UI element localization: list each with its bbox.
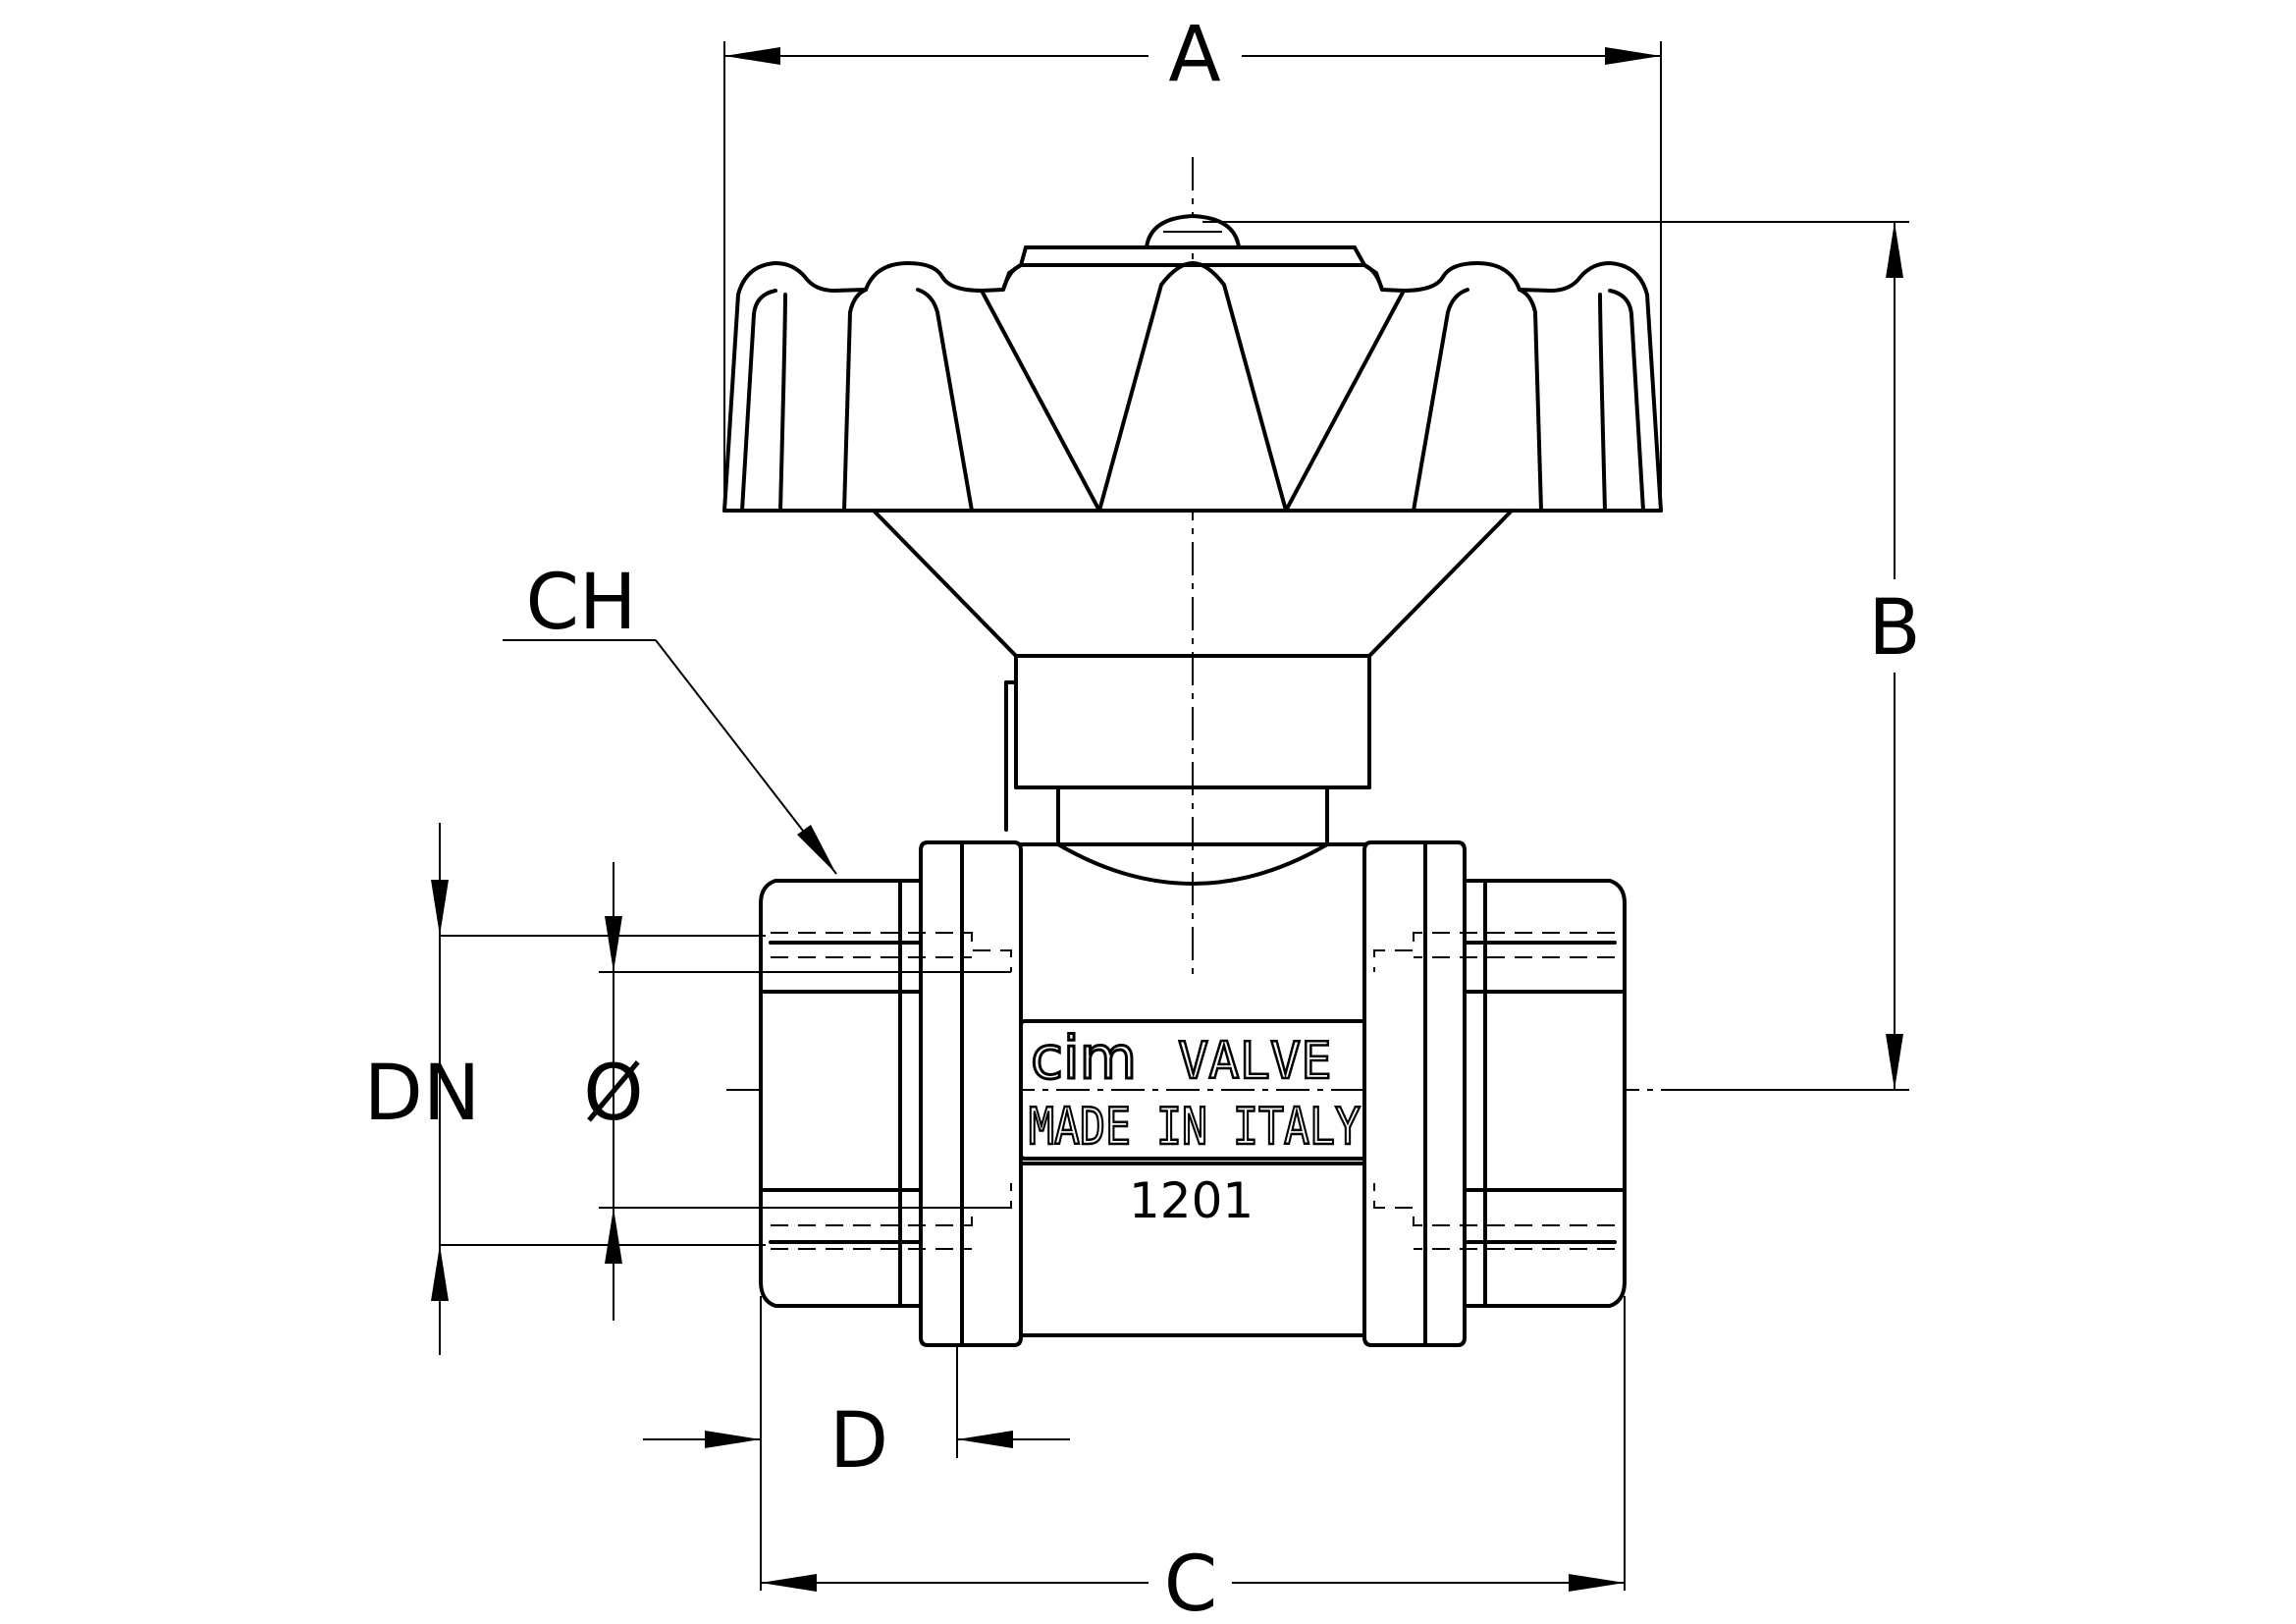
model-code: 1201: [1129, 1172, 1254, 1229]
dimension-diameter-label: Ø: [583, 1050, 643, 1138]
dimension-a: A: [723, 11, 1662, 506]
dimension-dn-label: DN: [364, 1050, 480, 1138]
dimension-b: B: [1202, 221, 1921, 1091]
dimension-b-label: B: [1868, 584, 1921, 673]
body-marking: cim VALVE MADE IN ITALY 1201: [1028, 1023, 1362, 1230]
brand-cim: cim: [1031, 1024, 1137, 1093]
dimension-ch: CH: [503, 559, 837, 875]
dimension-d-label: D: [829, 1397, 888, 1486]
dimension-d: D: [643, 1296, 1070, 1591]
made-in-italy: MADE IN ITALY: [1029, 1098, 1361, 1157]
valve-body: [759, 840, 1627, 1347]
dimension-ch-label: CH: [525, 559, 636, 647]
brand-valve: VALVE: [1178, 1032, 1332, 1091]
dimension-c: C: [761, 1296, 1626, 1624]
dimension-dn: DN: [364, 823, 766, 1355]
handwheel: [722, 214, 1663, 513]
dimension-a-label: A: [1168, 11, 1220, 99]
valve-stem: [872, 509, 1514, 846]
dimension-diameter: Ø: [583, 862, 1011, 1321]
dimension-c-label: C: [1164, 1541, 1217, 1624]
